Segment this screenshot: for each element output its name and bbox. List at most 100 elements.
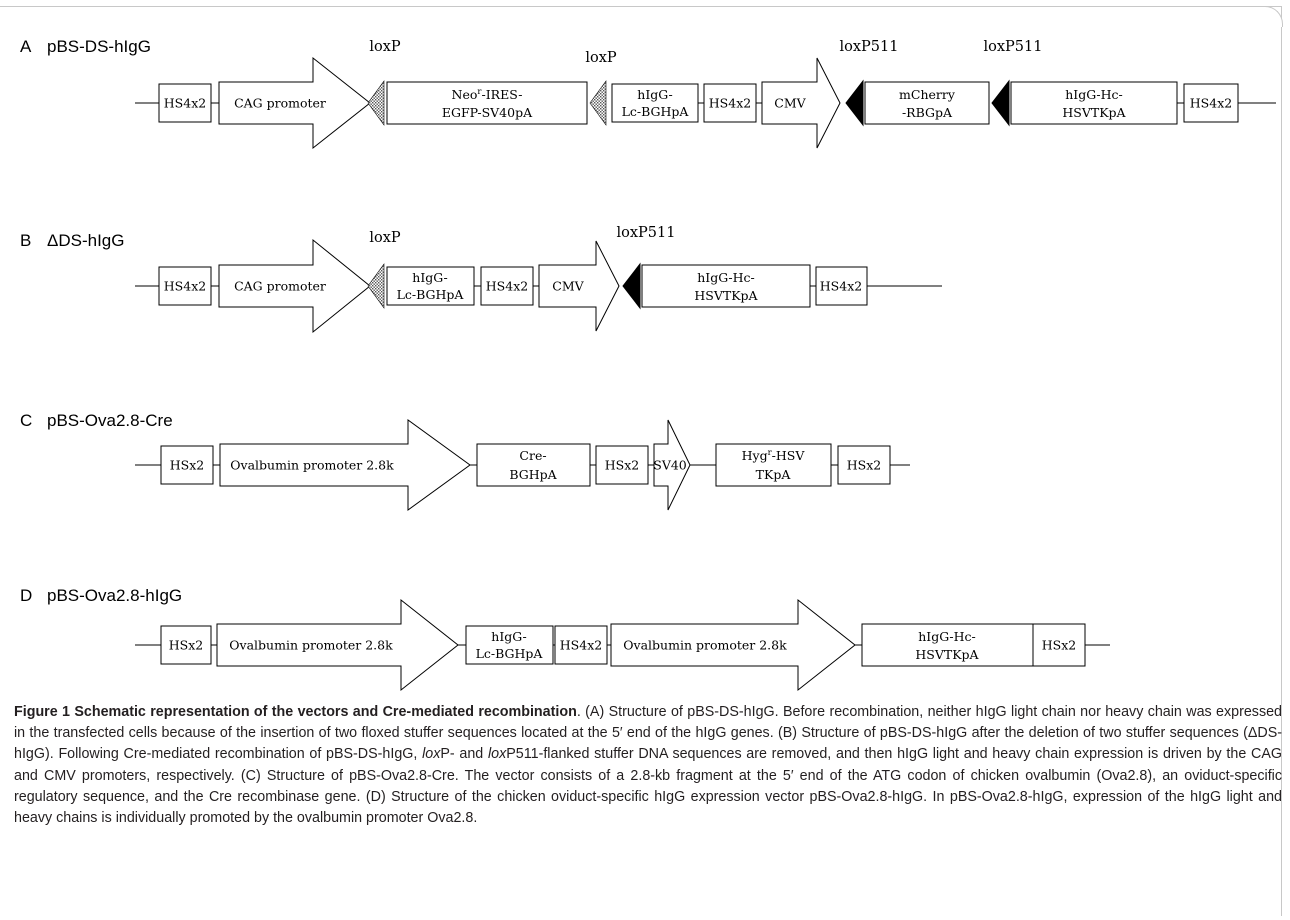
cmv-promoter-arrow	[761, 57, 841, 149]
caption-text: P511-flanked stuffer DNA sequences are r…	[14, 746, 1282, 827]
hlgg-lc-bghpa-box	[465, 625, 554, 665]
hyg-hsvtkpa-label-line1: Hygr-HSV	[742, 448, 806, 463]
hlgg-lc-bghpa-box	[611, 83, 699, 123]
hs4x2-box	[480, 266, 534, 306]
panel-b-letter: B	[20, 231, 31, 250]
caption-lox-italic: lox	[487, 746, 507, 763]
loxp-label: loxP	[369, 230, 401, 246]
ovalbumin-promoter-arrow-1	[216, 598, 459, 692]
panel-c-title: pBS-Ova2.8-Cre	[47, 411, 173, 430]
frame-right-border	[1281, 6, 1282, 916]
hlgg-hc-hsvtkpa-label-line2: HSVTKpA	[1062, 105, 1126, 120]
caption-title: Figure 1 Schematic representation of the…	[14, 704, 577, 720]
panel-a-title: pBS-DS-hIgG	[47, 37, 151, 56]
loxp511-site-2	[991, 79, 1010, 127]
hyg-hsvtkpa-label-line2: TKpA	[756, 467, 792, 482]
neo-ires-egfp-label-line1: Neor-IRES-	[452, 87, 523, 102]
hsx2-label: HSx2	[605, 458, 639, 473]
panel-c: C pBS-Ova2.8-Cre HSx2 Ovalbumin promoter…	[20, 411, 910, 511]
hsx2-box	[837, 445, 891, 485]
ovalbumin-promoter-label: Ovalbumin promoter 2.8k	[230, 458, 394, 473]
mcherry-rbgpa-box	[864, 81, 990, 125]
hs4x2-label: HS4x2	[486, 279, 528, 294]
ovalbumin-promoter-label-2: Ovalbumin promoter 2.8k	[623, 638, 787, 653]
hs4x2-box	[158, 266, 212, 306]
mcherry-rbgpa-label-line1: mCherry	[899, 87, 956, 102]
sv40-promoter-label: SV40	[653, 458, 687, 473]
caption-text: . (A) Structure of pBS-DS-hIgG. Before r…	[14, 704, 1282, 763]
cag-promoter-arrow	[218, 238, 371, 334]
sv40-promoter-arrow	[653, 419, 691, 511]
cag-promoter-arrow	[218, 56, 371, 150]
cmv-promoter-label: CMV	[774, 96, 806, 111]
hlgg-lc-bghpa-label-line2: Lc-BGHpA	[476, 646, 544, 661]
hs4x2-box	[158, 83, 212, 123]
panel-d-letter: D	[20, 586, 32, 605]
hsx2-box	[160, 445, 214, 485]
hs4x2-label: HS4x2	[709, 96, 751, 111]
loxp511-site	[622, 262, 641, 310]
hsx2-label: HSx2	[1042, 638, 1076, 653]
loxp-site	[367, 263, 385, 309]
hs4x2-label: HS4x2	[164, 279, 206, 294]
hs4x2-label: HS4x2	[1190, 96, 1232, 111]
loxp-label-2: loxP	[585, 50, 617, 66]
hsx2-box	[1032, 623, 1086, 667]
hs4x2-box	[703, 83, 757, 123]
hsx2-box	[595, 445, 649, 485]
figure-caption: Figure 1 Schematic representation of the…	[14, 702, 1282, 829]
loxp511-label: loxP511	[617, 225, 676, 241]
hs4x2-label: HS4x2	[164, 96, 206, 111]
loxp-label-1: loxP	[369, 39, 401, 55]
cre-bghpa-label-line1: Cre-	[519, 448, 546, 463]
hlgg-hc-hsvtkpa-label-line1: hIgG-Hc-	[918, 629, 976, 644]
hlgg-hc-hsvtkpa-box	[1010, 81, 1178, 125]
panel-b: B ΔDS-hIgG HS4x2 CAG promoter loxP hIgG-…	[20, 225, 942, 334]
hlgg-hc-hsvtkpa-label-line1: hIgG-Hc-	[697, 270, 755, 285]
ovalbumin-promoter-arrow-2	[610, 598, 856, 692]
cag-promoter-label: CAG promoter	[234, 279, 326, 294]
loxp511-label-1: loxP511	[840, 39, 899, 55]
loxp-site-2	[589, 80, 607, 126]
panel-a: A pBS-DS-hIgG HS4x2 CAG promoter loxP Ne…	[20, 37, 1276, 150]
hlgg-hc-hsvtkpa-label-line2: HSVTKpA	[915, 647, 979, 662]
hlgg-hc-hsvtkpa-label-line1: hIgG-Hc-	[1065, 87, 1123, 102]
cre-bghpa-label-line2: BGHpA	[509, 467, 557, 482]
loxp-site-1	[367, 80, 385, 126]
cmv-promoter-arrow	[538, 240, 620, 332]
hyg-hsvtkpa-box	[715, 443, 832, 487]
hsx2-label: HSx2	[847, 458, 881, 473]
hs4x2-label: HS4x2	[560, 638, 602, 653]
hlgg-lc-bghpa-label-line1: hIgG-	[491, 629, 526, 644]
hlgg-hc-hsvtkpa-box	[861, 623, 1034, 667]
hsx2-label: HSx2	[169, 638, 203, 653]
hs4x2-box	[1183, 83, 1239, 123]
hlgg-lc-bghpa-label-line2: Lc-BGHpA	[622, 104, 690, 119]
vector-diagram: A pBS-DS-hIgG HS4x2 CAG promoter loxP Ne…	[20, 37, 1276, 692]
hlgg-lc-bghpa-label-line2: Lc-BGHpA	[397, 287, 465, 302]
loxp511-label-2: loxP511	[984, 39, 1043, 55]
cmv-promoter-label: CMV	[552, 279, 584, 294]
panel-d: D pBS-Ova2.8-hIgG HSx2 Ovalbumin promote…	[20, 586, 1110, 692]
hlgg-hc-hsvtkpa-label-line2: HSVTKpA	[694, 288, 758, 303]
hlgg-lc-bghpa-label-line1: hIgG-	[637, 87, 672, 102]
caption-text: P- and	[440, 746, 488, 763]
frame-top-border	[0, 6, 1282, 7]
hlgg-lc-bghpa-box	[386, 266, 475, 306]
panel-a-letter: A	[20, 37, 32, 56]
loxp511-site-1	[845, 79, 864, 127]
hlgg-lc-bghpa-label-line1: hIgG-	[412, 270, 447, 285]
ovalbumin-promoter-arrow	[219, 419, 471, 511]
hlgg-hc-hsvtkpa-box	[641, 264, 811, 308]
hsx2-box	[160, 625, 212, 665]
mcherry-rbgpa-label-line2: -RBGpA	[902, 105, 953, 120]
hsx2-label: HSx2	[170, 458, 204, 473]
ovalbumin-promoter-label-1: Ovalbumin promoter 2.8k	[229, 638, 393, 653]
neo-ires-egfp-label-line2: EGFP-SV40pA	[442, 105, 533, 120]
caption-lox-italic: lox	[422, 746, 441, 763]
panel-b-title: ΔDS-hIgG	[47, 231, 125, 250]
panel-c-letter: C	[20, 411, 32, 430]
cag-promoter-label: CAG promoter	[234, 96, 326, 111]
cre-bghpa-box	[476, 443, 591, 487]
